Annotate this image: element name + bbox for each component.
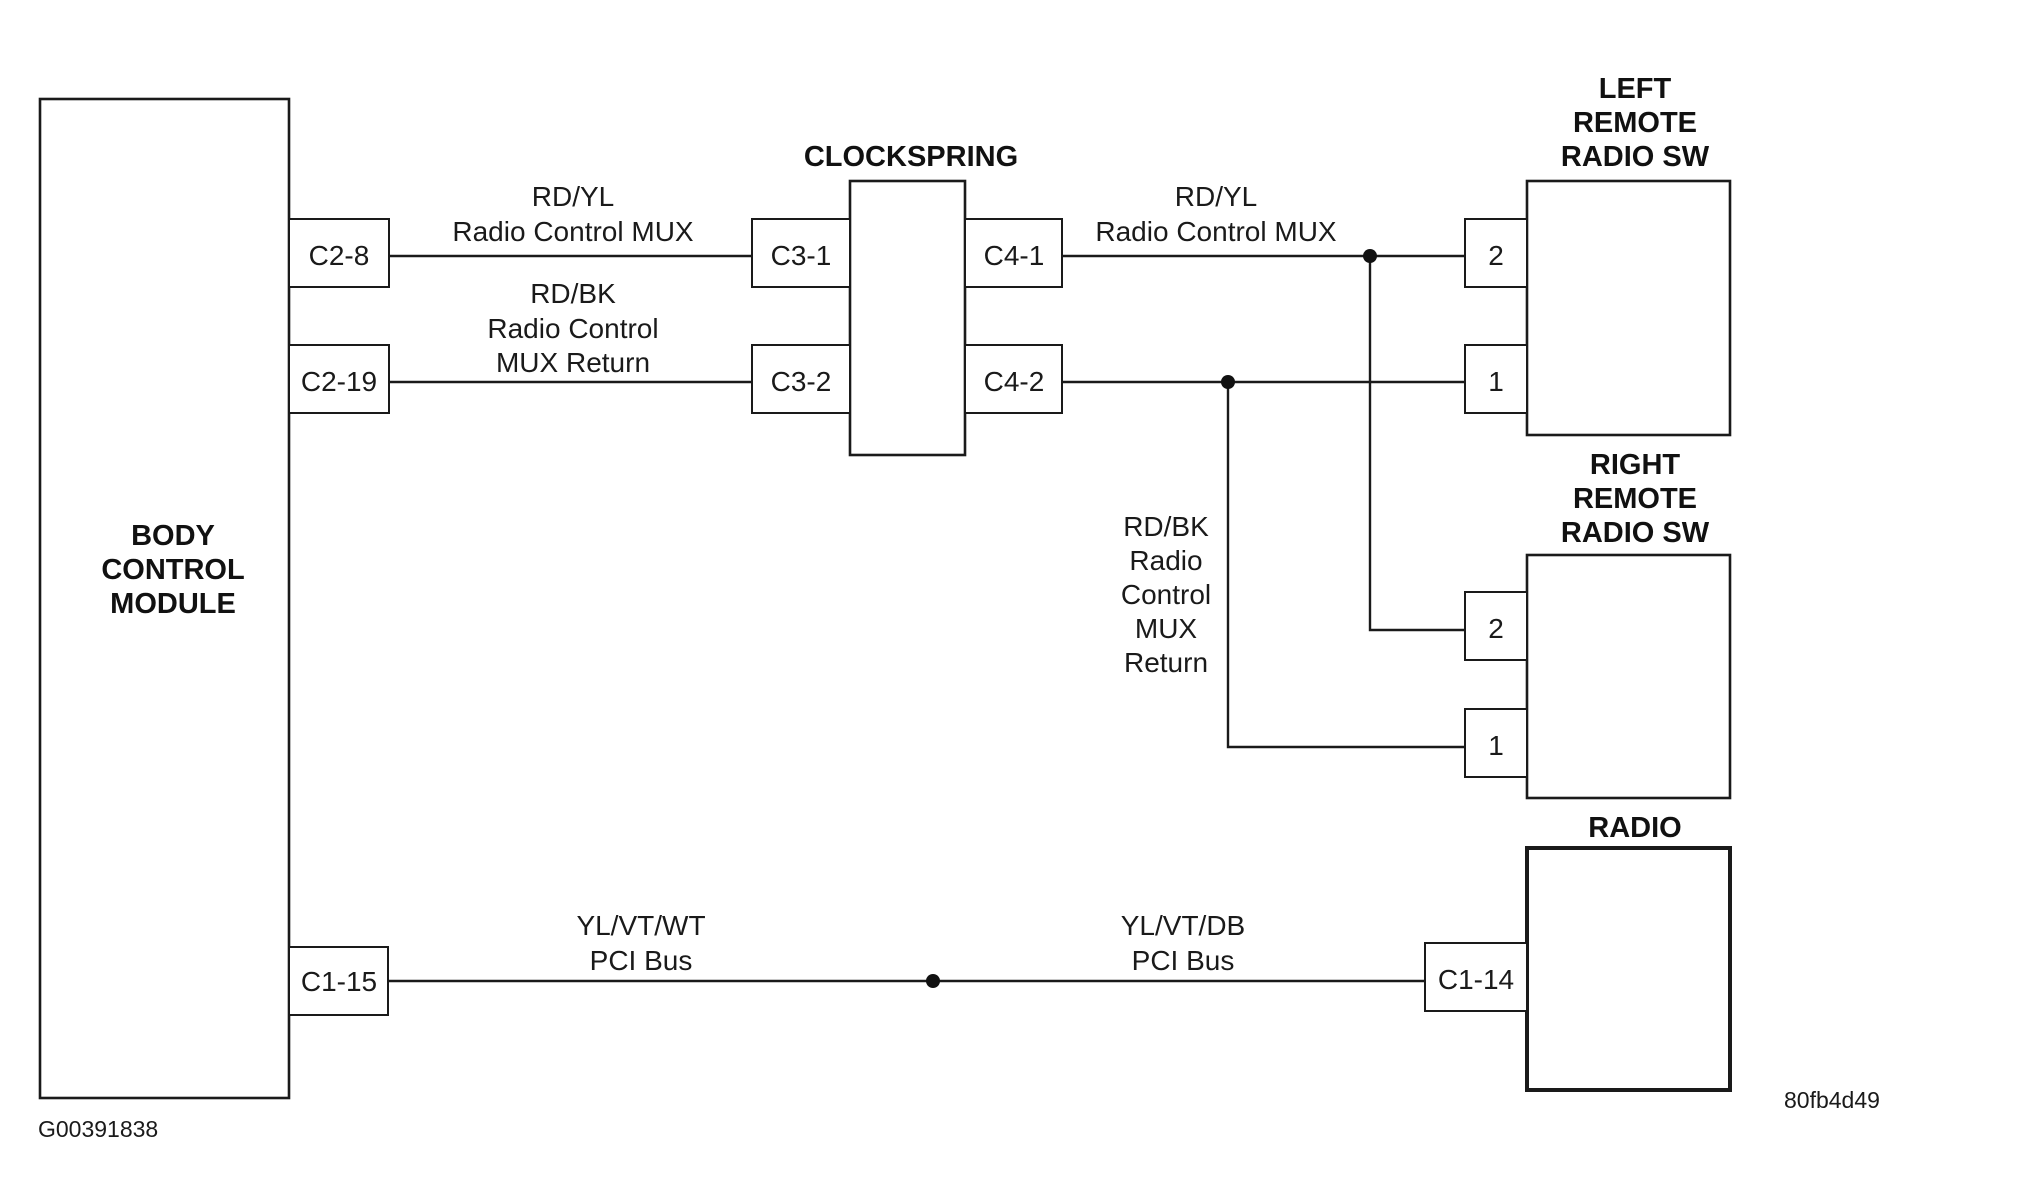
bcm-connectors: C2-8 C2-19 C1-15 [288, 218, 390, 1016]
bcm-label-line1: BODY [131, 520, 215, 552]
wire-mux-branch-right-switch [1368, 254, 1467, 632]
wire-return-left-color: RD/BK [530, 278, 616, 309]
splice-pci [926, 974, 940, 988]
wire-return-branch-right-switch [1226, 380, 1467, 749]
wire-pci-right-color: YL/VT/DB [1121, 910, 1245, 941]
left-switch-label-line1: LEFT [1599, 73, 1672, 105]
left-switch-pin-1 [1464, 344, 1528, 414]
right-switch-box [1525, 553, 1732, 800]
bcm-box [38, 97, 291, 1100]
connector-c2-19-label: C2-19 [301, 366, 377, 397]
wire-mux-right-color: RD/YL [1175, 181, 1257, 212]
connector-c3-2-label: C3-2 [771, 366, 832, 397]
right-switch-label-line3: RADIO SW [1561, 517, 1710, 549]
wire-return-right-name2: Control [1121, 579, 1211, 610]
connector-c1-15 [288, 946, 389, 1016]
left-switch-pin-2 [1464, 218, 1528, 288]
connector-c3-1 [751, 218, 851, 288]
connector-c4-2-label: C4-2 [984, 366, 1045, 397]
wire-return-right-name1: Radio [1129, 545, 1202, 576]
clockspring-box [848, 179, 967, 457]
body-control-module: BODY CONTROL MODULE [38, 97, 291, 1100]
wire-return-left-name1: Radio Control [487, 313, 658, 344]
clockspring: CLOCKSPRING C3-1 C3-2 C4-1 C4-2 [751, 141, 1063, 457]
left-switch-label-line3: RADIO SW [1561, 141, 1710, 173]
wire-return-right-name4: Return [1124, 647, 1208, 678]
connector-c2-8 [288, 218, 390, 288]
connector-c4-1 [964, 218, 1063, 288]
right-remote-radio-switch: RIGHT REMOTE RADIO SW 2 1 [1464, 449, 1732, 800]
wire-return-left-name2: MUX Return [496, 347, 650, 378]
connector-c2-8-label: C2-8 [309, 240, 370, 271]
wire-mux-left-color: RD/YL [532, 181, 614, 212]
wire-return-right-color: RD/BK [1123, 511, 1209, 542]
clockspring-label: CLOCKSPRING [804, 141, 1018, 173]
connector-c3-2 [751, 344, 851, 414]
bcm-label-line2: CONTROL [101, 554, 244, 586]
wire-mux-right-name: Radio Control MUX [1095, 216, 1337, 247]
right-switch-pin-2 [1464, 591, 1528, 661]
splices [926, 249, 1377, 988]
wire-pci-left-name: PCI Bus [590, 945, 693, 976]
left-remote-radio-switch: LEFT REMOTE RADIO SW 2 1 [1464, 73, 1732, 437]
right-switch-pin-2-label: 2 [1488, 613, 1504, 644]
connector-c1-15-label: C1-15 [301, 966, 377, 997]
connector-c1-14-label: C1-14 [1438, 964, 1514, 995]
wire-pci-right-name: PCI Bus [1132, 945, 1235, 976]
connector-c4-2 [964, 344, 1063, 414]
wire-mux-left-name: Radio Control MUX [452, 216, 694, 247]
right-switch-label-line1: RIGHT [1590, 449, 1681, 481]
wire-pci-left-color: YL/VT/WT [576, 910, 705, 941]
connector-c1-14 [1424, 942, 1528, 1012]
left-switch-label-line2: REMOTE [1573, 107, 1697, 139]
connector-c2-19 [288, 344, 390, 414]
wire-return-right-name3: MUX [1135, 613, 1198, 644]
radio-label: RADIO [1588, 812, 1681, 844]
bcm-label-line3: MODULE [110, 588, 236, 620]
left-switch-pin-1-label: 1 [1488, 366, 1504, 397]
radio-box [1525, 846, 1732, 1092]
right-switch-label-line2: REMOTE [1573, 483, 1697, 515]
wire-labels: RD/YL Radio Control MUX RD/BK Radio Cont… [452, 181, 1337, 976]
figure-id: G00391838 [38, 1116, 158, 1142]
left-switch-pin-2-label: 2 [1488, 240, 1504, 271]
radio: RADIO C1-14 [1424, 812, 1732, 1092]
left-switch-box [1525, 179, 1732, 437]
right-switch-pin-1-label: 1 [1488, 730, 1504, 761]
splice-mux [1363, 249, 1377, 263]
right-switch-pin-1 [1464, 708, 1528, 778]
figure-code: 80fb4d49 [1784, 1087, 1880, 1113]
wires [386, 254, 1467, 983]
connector-c3-1-label: C3-1 [771, 240, 832, 271]
splice-return [1221, 375, 1235, 389]
connector-c4-1-label: C4-1 [984, 240, 1045, 271]
